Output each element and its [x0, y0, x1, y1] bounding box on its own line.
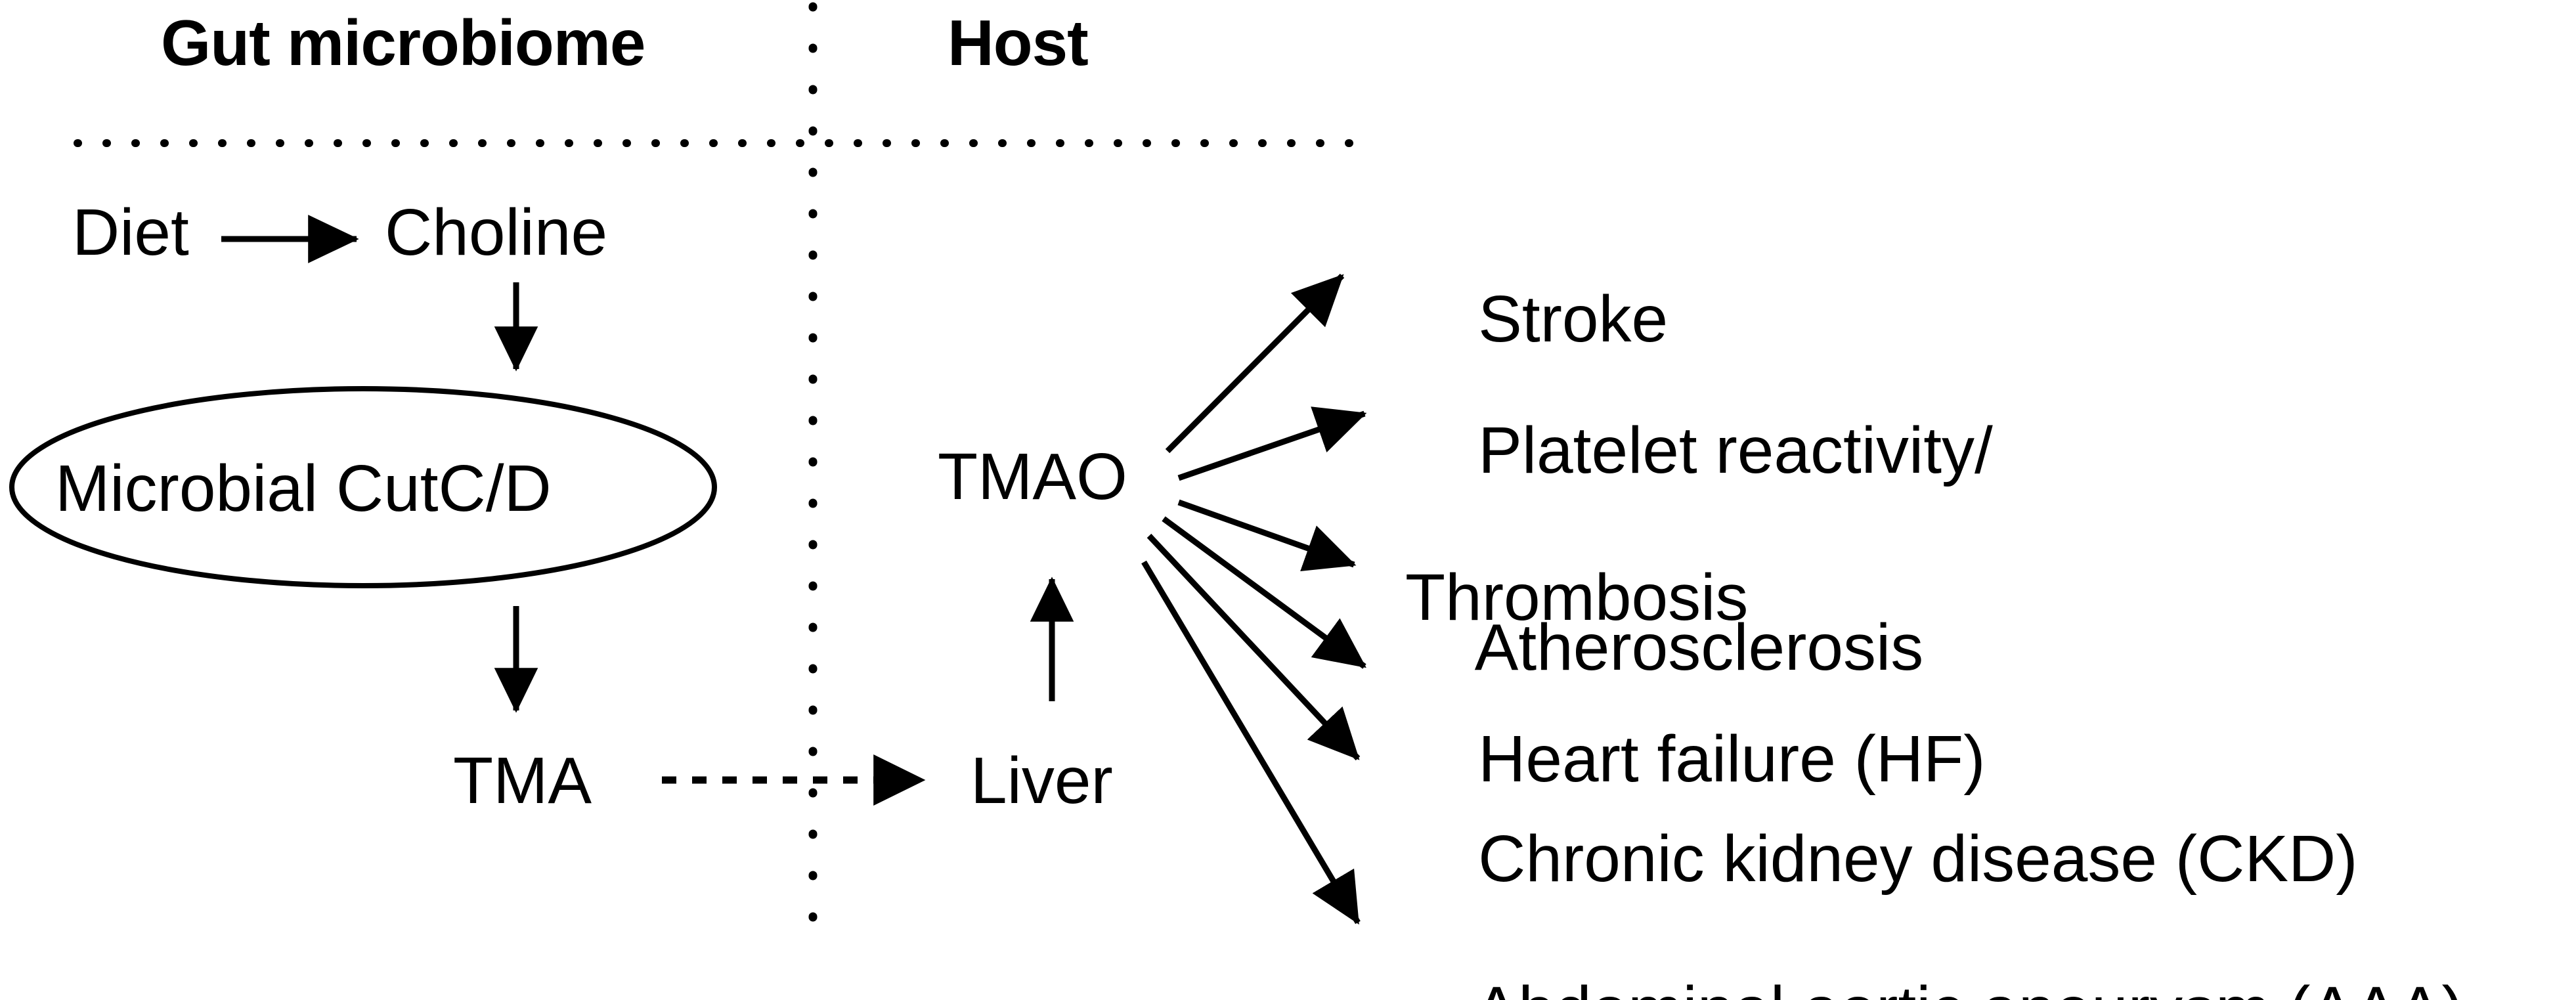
outcome-heart-failure: Heart failure (HF) — [1405, 649, 1986, 869]
microbial-enzyme-ellipse — [9, 386, 717, 588]
outcome-platelet-line2: Thrombosis — [1405, 561, 1749, 634]
outcome-ckd-line1: Chronic kidney disease (CKD) — [1478, 822, 2358, 896]
node-tma: TMA — [453, 744, 592, 817]
edge-tmao-to-platelet-thrombosis — [1177, 406, 1367, 481]
node-microbial-cutcd: Microbial CutC/D — [55, 452, 552, 525]
outcome-platelet-thrombosis: Platelet reactivity/ Thrombosis — [1405, 340, 1993, 781]
outcome-chronic-kidney-disease: Chronic kidney disease (CKD) — [1405, 749, 2358, 969]
edge-tmao-to-abdominal-aortic-aneurysm — [1141, 560, 1361, 925]
edge-tmao-to-stroke — [1165, 273, 1345, 454]
outcome-platelet-line1: Platelet reactivity/ — [1478, 414, 1993, 487]
outcome-stroke: Stroke — [1405, 209, 1668, 429]
node-choline: Choline — [385, 196, 608, 269]
edge-tmao-to-chronic-kidney-disease — [1146, 533, 1361, 761]
outcome-abdominal-aortic-aneurysm: Abdominal aortic aneurysm (AAA) — [1405, 900, 2464, 1000]
outcome-stroke-line1: Stroke — [1478, 282, 1669, 356]
edge-tmao-to-atherosclerosis — [1177, 499, 1357, 572]
node-tmao: TMAO — [938, 440, 1127, 513]
node-liver: Liver — [971, 744, 1113, 817]
outcome-aaa-line1: Abdominal aortic aneurysm (AAA) — [1475, 973, 2464, 1000]
outcome-heart-failure-line1: Heart failure (HF) — [1478, 722, 1986, 796]
outcome-atherosclerosis: Atherosclerosis — [1405, 537, 1924, 758]
node-diet: Diet — [72, 196, 189, 269]
section-title-host: Host — [948, 7, 1089, 79]
section-title-gut-microbiome: Gut microbiome — [161, 7, 645, 79]
outcome-atherosclerosis-line1: Atherosclerosis — [1474, 611, 1924, 684]
edge-tmao-to-heart-failure — [1162, 516, 1366, 669]
